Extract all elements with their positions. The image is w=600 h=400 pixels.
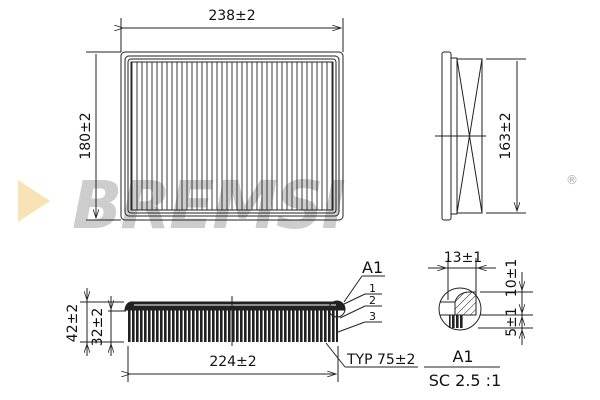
callout-2: 2 (369, 294, 376, 307)
side-view (435, 51, 526, 221)
detail-scale: SC 2.5 :1 (429, 371, 502, 390)
width-dimension: 238±2 (208, 8, 255, 24)
detail-ref-label: A1 (362, 258, 383, 277)
detail-width-dimension: 13±1 (444, 250, 482, 266)
pleat-count-label: TYP 75±2 (346, 352, 415, 368)
registered-mark: ® (566, 173, 578, 187)
detail-upper-dimension: 10±1 (504, 259, 520, 297)
detail-a1 (424, 258, 533, 368)
overall-height-dimension: 42±2 (65, 304, 81, 342)
logo-arrow-icon (18, 180, 50, 222)
height-dimension: 180±2 (78, 112, 94, 159)
callout-3: 3 (369, 310, 376, 323)
callout-1: 1 (369, 282, 376, 295)
pleat-width-dimension: 224±2 (209, 354, 256, 370)
top-view (86, 18, 344, 221)
pleat-height-dimension: 32±2 (90, 308, 106, 346)
detail-lower-dimension: 5±1 (504, 307, 520, 337)
section-view (80, 275, 418, 382)
detail-title: A1 (452, 347, 473, 366)
side-height-dimension: 163±2 (498, 112, 514, 159)
